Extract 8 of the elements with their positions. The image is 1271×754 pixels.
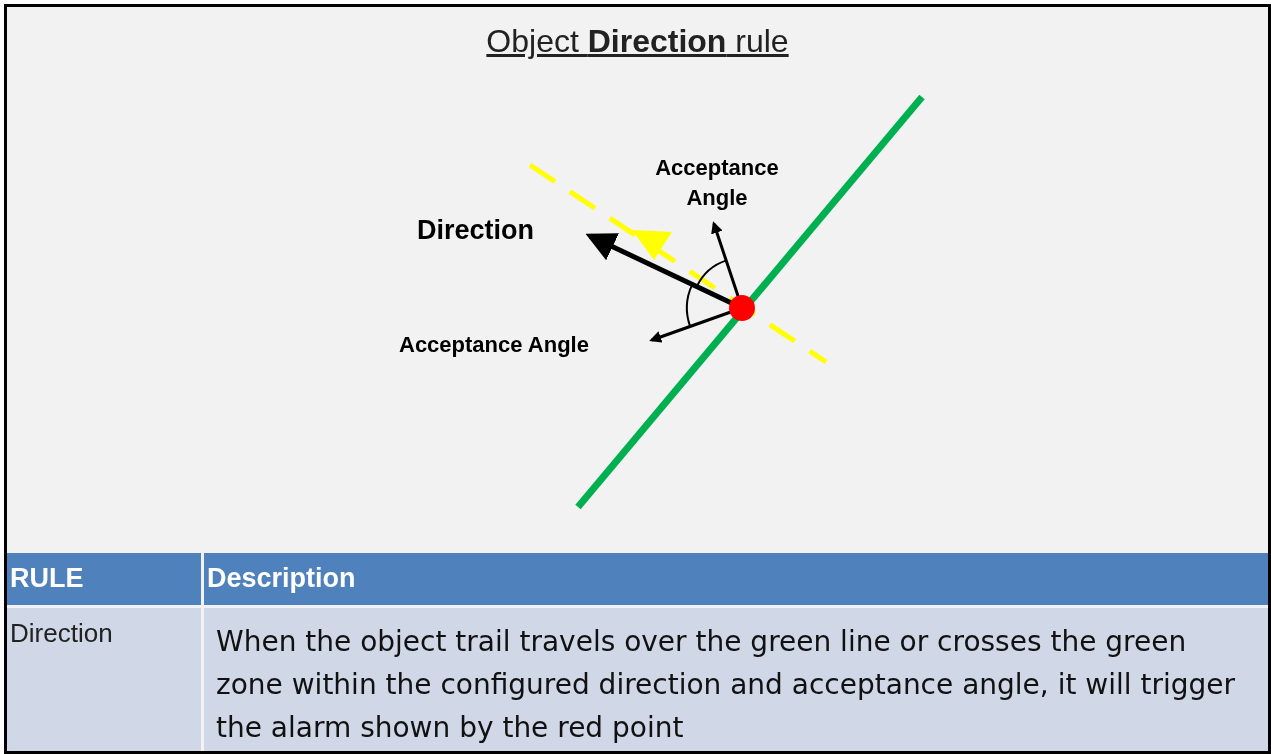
table-cell: When the object trail travels over the green line or crosses the green zone within the configured direction and acceptance angle, it will trigger the alarm shown by the red point — [204, 608, 1268, 751]
angle-label: Acceptance Angle — [399, 332, 589, 358]
column-header: RULE — [7, 553, 201, 605]
title: Object Direction rule — [485, 23, 790, 60]
column-header: Description — [204, 553, 1268, 605]
direction-label: Direction — [417, 215, 535, 246]
angle-label: Acceptance Angle — [654, 154, 780, 212]
table-cell: Direction — [7, 608, 201, 751]
